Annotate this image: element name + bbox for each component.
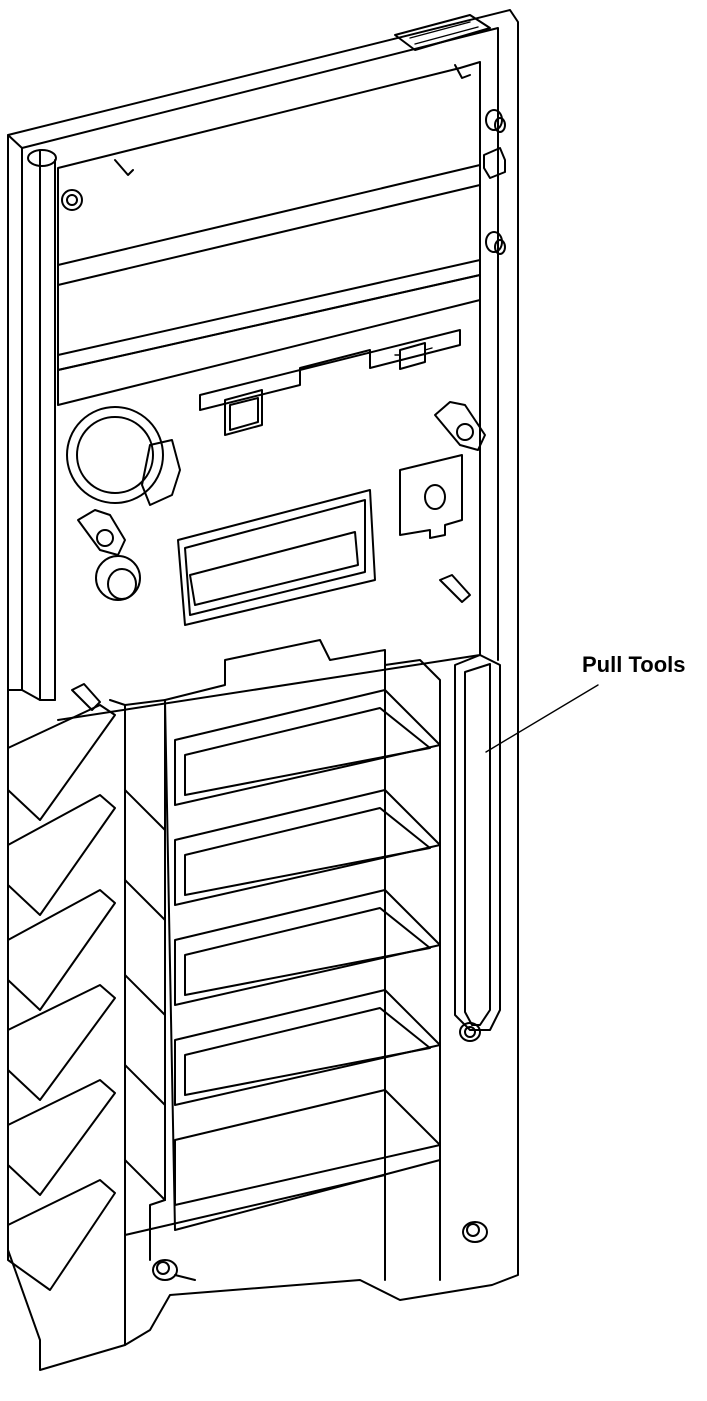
bezel-frame — [7, 9, 519, 1371]
vent-louvres — [7, 699, 166, 1346]
drive-bay-rails — [124, 639, 441, 1281]
label-plate — [394, 14, 491, 51]
pull-tools — [152, 654, 501, 1281]
control-panel — [57, 274, 486, 721]
callout-leader-line — [485, 684, 599, 753]
callout-label-pull-tools: Pull Tools — [582, 652, 686, 677]
inner-top-panel — [57, 61, 506, 406]
